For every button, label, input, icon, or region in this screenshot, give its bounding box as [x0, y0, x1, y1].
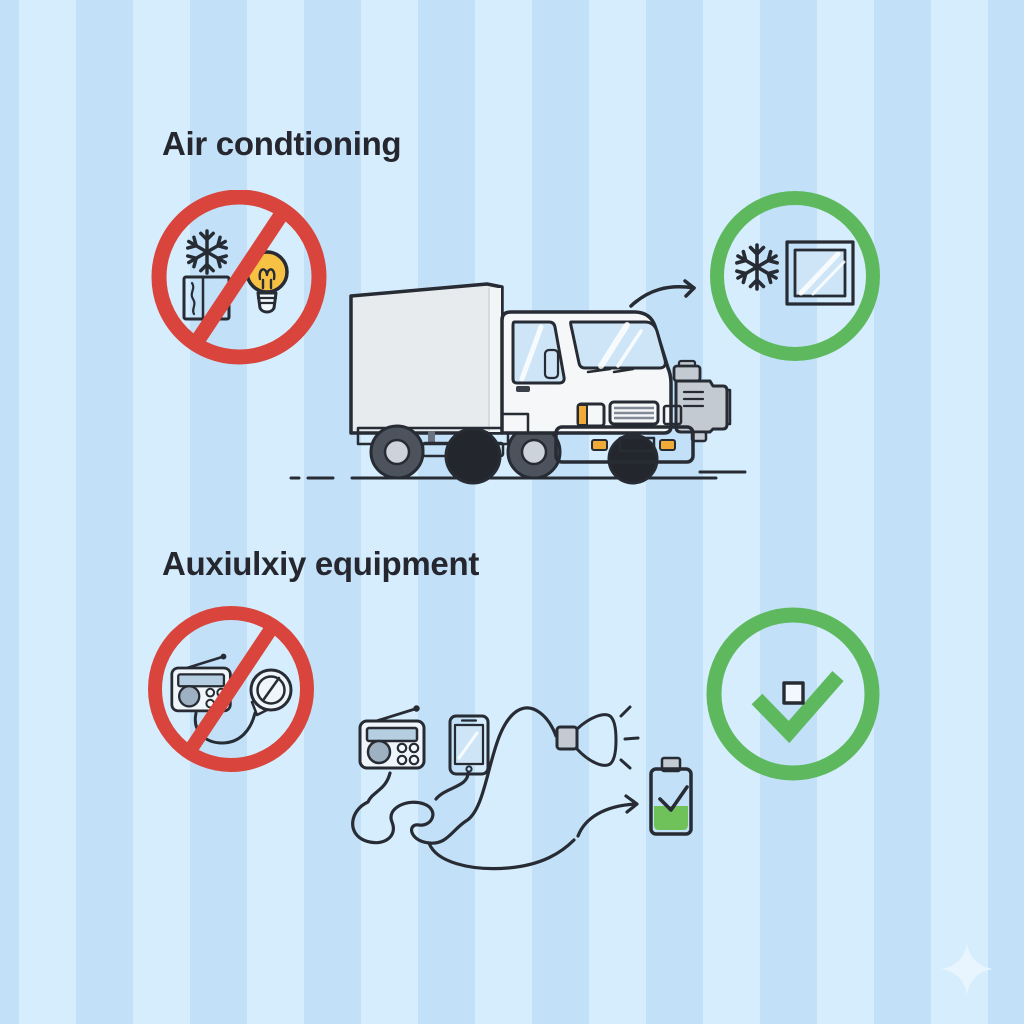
license-plate	[618, 436, 656, 453]
arrow-icon	[576, 794, 639, 838]
door-handle	[516, 386, 530, 392]
generator-unit	[672, 359, 732, 443]
checkbox-icon	[782, 681, 805, 705]
radio-icon	[358, 703, 426, 770]
phone-icon	[448, 714, 490, 776]
battery-icon	[649, 756, 693, 836]
allowed-sign-equipment	[706, 607, 880, 781]
ok-ring	[706, 607, 880, 781]
grille-icon	[608, 400, 660, 426]
prohibited-sign-equipment	[148, 606, 314, 772]
arrow-icon	[629, 279, 696, 308]
cable-tangle-illustration	[351, 703, 693, 871]
mirror-icon	[543, 348, 560, 380]
section-title: Auxiulxiy equipment	[162, 545, 480, 582]
no-slash	[188, 204, 291, 351]
wheels	[369, 424, 659, 485]
window-icon	[785, 240, 855, 306]
gauge-icon	[249, 668, 293, 717]
no-ring	[148, 606, 314, 772]
checkmark-icon	[751, 671, 844, 744]
checkmark-icon	[658, 785, 689, 812]
no-ring	[151, 190, 327, 365]
no-slash	[182, 619, 280, 759]
tangled-cables	[351, 706, 576, 871]
section-title: Air condtioning	[162, 125, 402, 162]
cable	[193, 711, 257, 745]
prohibited-sign-ac	[151, 190, 327, 365]
bumper	[554, 425, 695, 464]
ok-ring	[710, 191, 880, 361]
allowed-sign-ac	[710, 191, 880, 361]
windshield	[569, 320, 667, 370]
horn-speaker-icon	[555, 705, 640, 770]
truck-illustration	[289, 282, 747, 485]
sparkle-icon	[941, 943, 993, 995]
